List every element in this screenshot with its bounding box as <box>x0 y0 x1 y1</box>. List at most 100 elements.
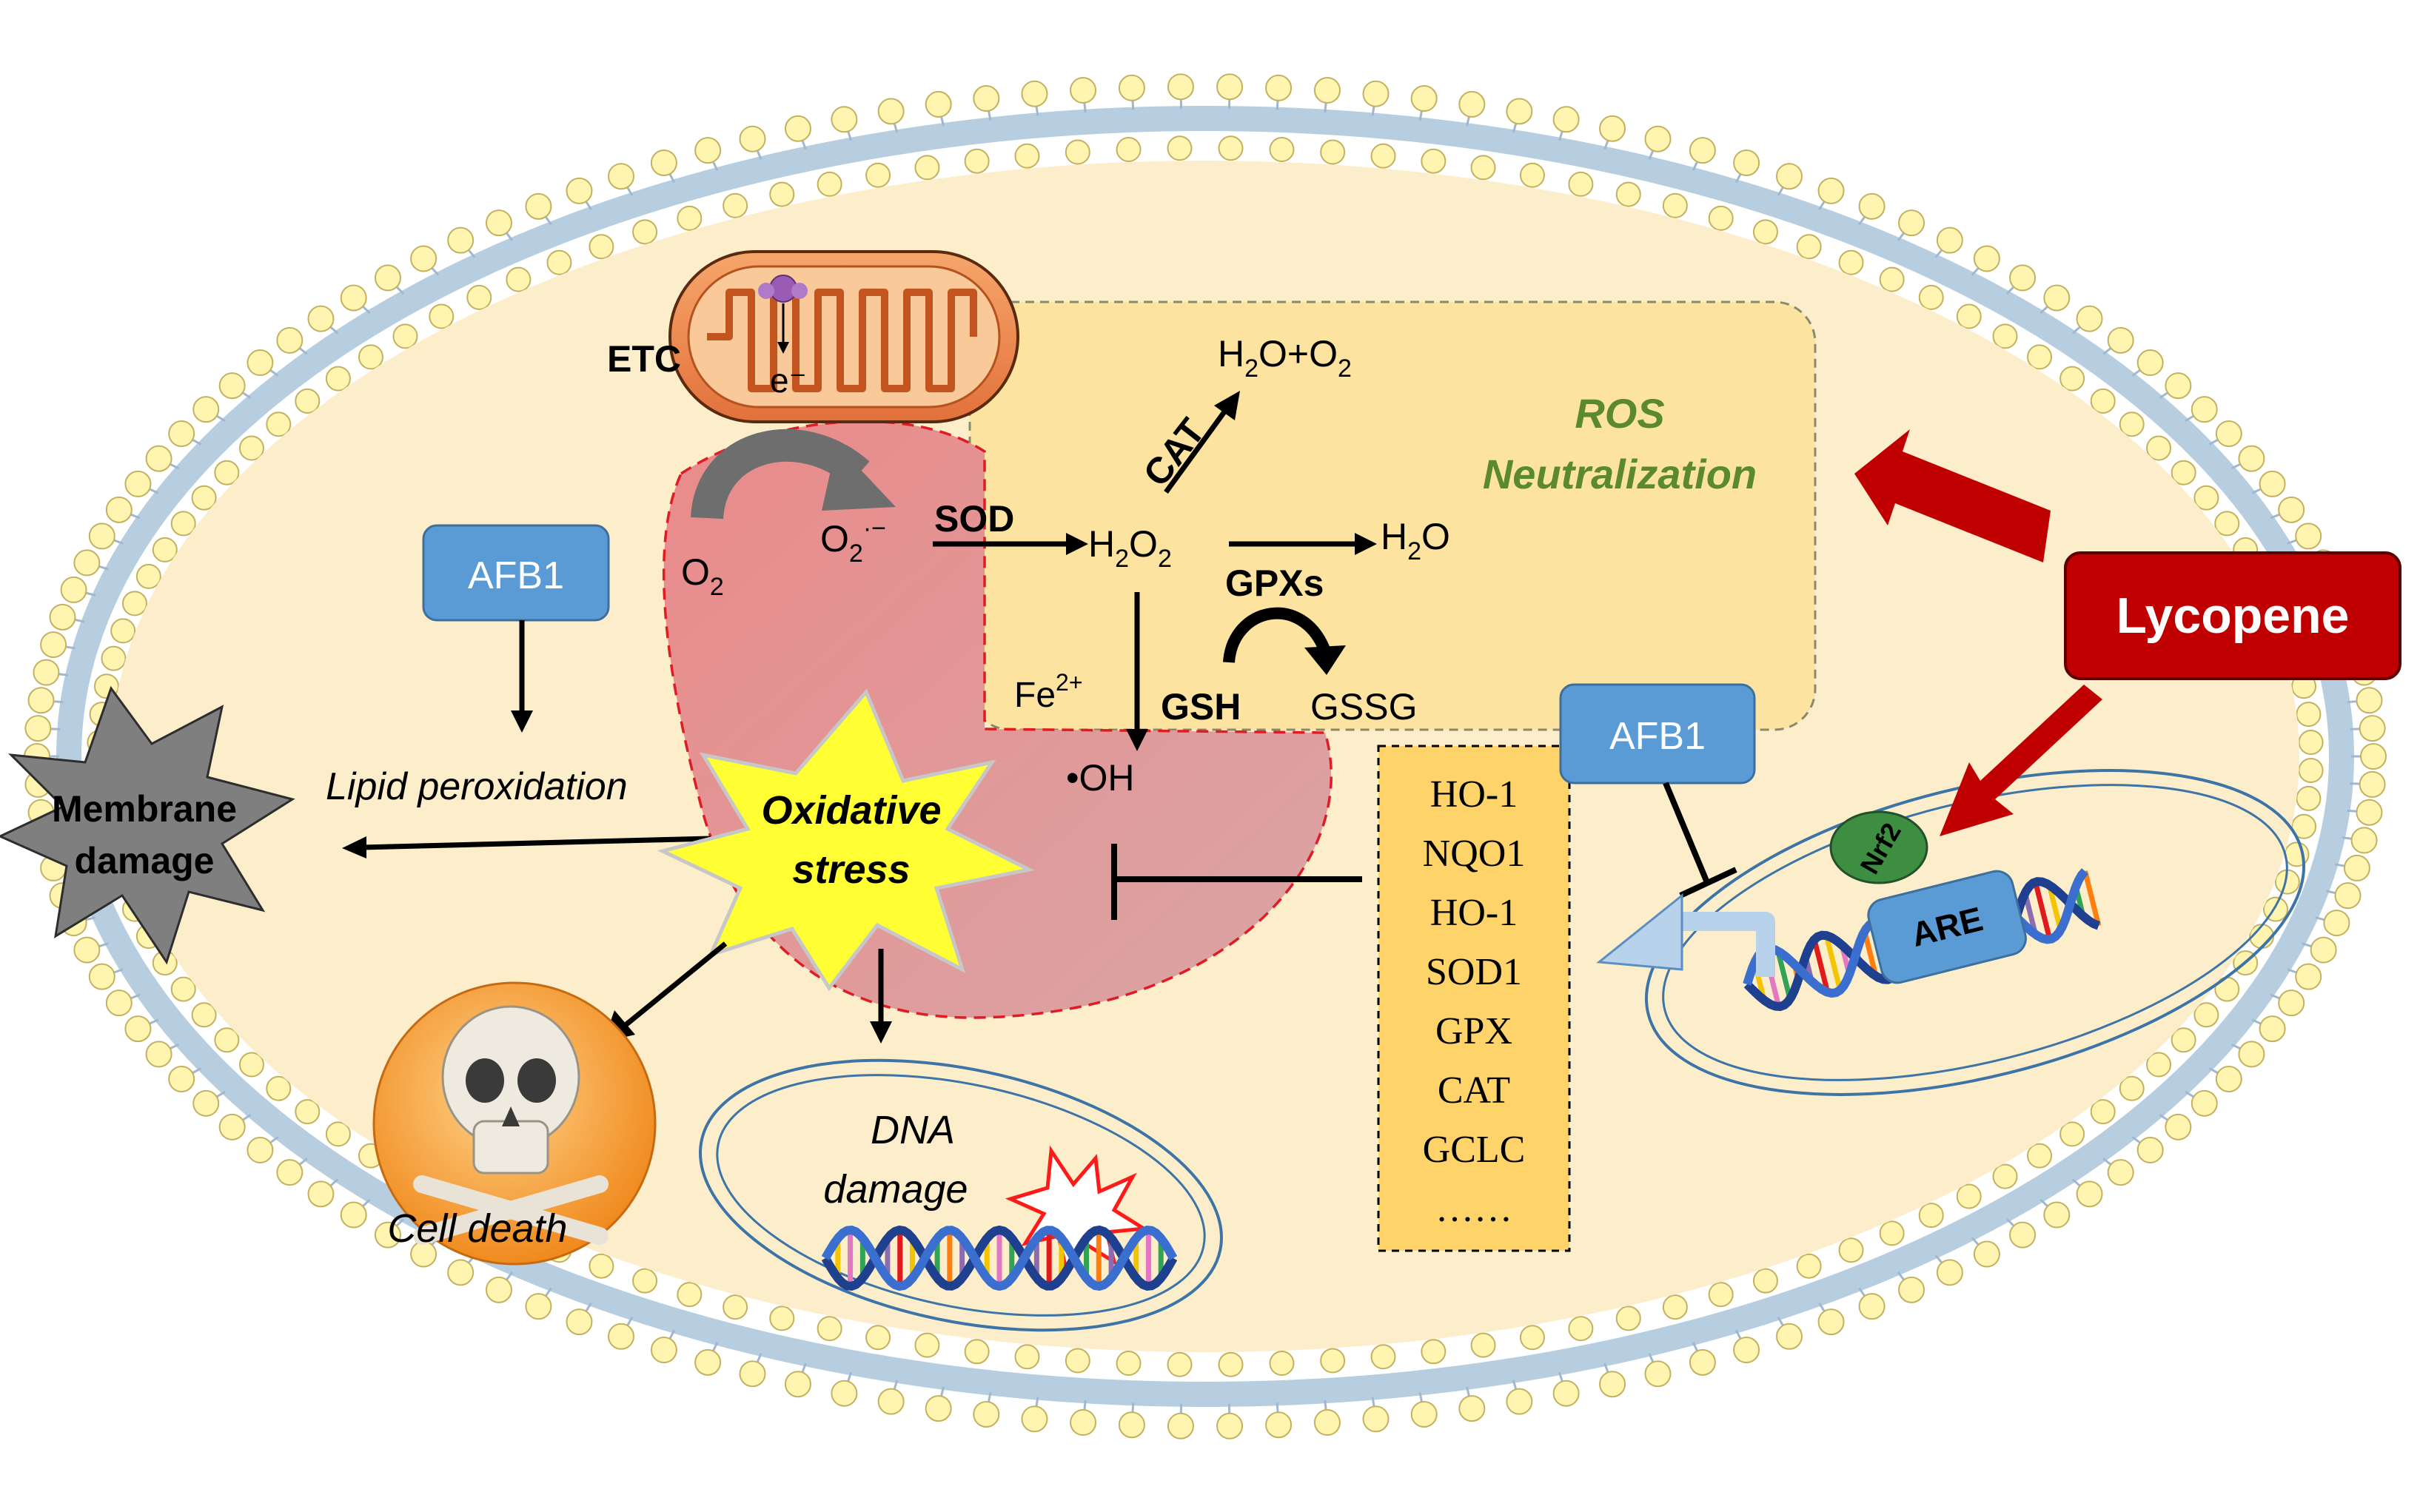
electron-label: e⁻ <box>770 361 807 400</box>
gene-item: NQO1 <box>1423 833 1526 875</box>
protein-subunit-icon <box>758 283 774 299</box>
gene-item: GPX <box>1435 1010 1512 1052</box>
lipid-head <box>276 326 304 354</box>
lipid-head <box>1065 139 1090 165</box>
lipid-head <box>1116 136 1142 162</box>
lipid-head <box>2165 1113 2192 1140</box>
lipid-head <box>817 171 842 197</box>
lipid-head <box>1014 1344 1040 1370</box>
lipid-head <box>325 1121 351 1147</box>
lipid-head <box>1458 90 1486 118</box>
dna-break-burst <box>1005 1145 1150 1274</box>
lipid-head <box>170 511 196 537</box>
lipid-head <box>2356 687 2383 714</box>
afb1-box-left <box>422 524 610 622</box>
lipid-head <box>88 523 115 550</box>
lipid-head <box>1167 1412 1194 1439</box>
afb1-inhibition-line <box>1663 782 1709 882</box>
membrane-damage-burst <box>0 685 295 965</box>
lipid-head <box>2310 936 2337 964</box>
dna-damage-line1: DNA <box>871 1108 955 1152</box>
dna-damage-arrowhead <box>870 1021 892 1044</box>
lipid-head <box>865 162 891 188</box>
afb1-label-right: AFB1 <box>1609 715 1706 758</box>
lipid-head <box>429 303 455 329</box>
lipid-head <box>1370 143 1396 169</box>
lipid-head <box>1918 284 1944 310</box>
h2o2-sub1: 2 <box>1115 545 1129 573</box>
lipid-head <box>1817 177 1845 204</box>
lipid-head <box>1689 137 1716 164</box>
lipid-head <box>1689 1348 1716 1376</box>
skull-eye-icon <box>517 1058 556 1103</box>
lipid-head <box>1421 148 1447 174</box>
lipid-head <box>566 1308 593 1336</box>
cristae <box>707 289 977 392</box>
lipid-head <box>1796 234 1822 260</box>
lipid-head <box>1662 192 1688 218</box>
cell-death-arrow <box>623 941 728 1027</box>
lipid-head <box>1216 73 1244 101</box>
transcription-arrowhead <box>1596 893 1683 971</box>
o2-text: O <box>681 551 710 593</box>
h2o2-label: H2O2 <box>1088 523 1172 573</box>
lipid-head <box>1568 171 1594 197</box>
lipid-head <box>266 411 292 437</box>
lipid-head <box>723 192 748 218</box>
lipid-head <box>1776 163 1803 190</box>
lipid-head <box>2278 989 2305 1017</box>
lipid-head <box>739 125 766 152</box>
lipid-head <box>877 98 905 125</box>
lipid-head <box>101 645 127 671</box>
lipid-head <box>1615 1306 1641 1331</box>
lipid-head <box>1599 1371 1626 1398</box>
lipid-head <box>865 1325 891 1351</box>
lipid-head <box>1752 1268 1778 1294</box>
lipid-head <box>1320 1348 1346 1374</box>
lipid-head <box>2296 785 2322 811</box>
lipid-head <box>1898 1276 1925 1303</box>
lipid-head <box>1269 1351 1295 1377</box>
membrane-damage-arrow <box>362 836 711 850</box>
lipid-head <box>238 435 264 461</box>
lipid-head <box>2295 963 2322 990</box>
lipid-head <box>1313 76 1341 104</box>
outer-lipid-heads <box>24 73 2387 1439</box>
lipid-head <box>2059 366 2085 392</box>
lipid-head <box>485 1276 512 1303</box>
lipid-head <box>1644 1360 1672 1388</box>
lipid-head <box>1362 80 1390 107</box>
lipid-head <box>723 1294 748 1320</box>
lipid-head <box>1265 1411 1293 1439</box>
lipid-head <box>1410 85 1438 112</box>
lipid-head <box>1216 1412 1244 1439</box>
lipid-head <box>1733 149 1760 176</box>
lipid-head <box>1167 73 1194 101</box>
lipid-head <box>2136 349 2164 377</box>
h2o2-h: H <box>1088 523 1115 565</box>
h2o-o2-oo: O+O <box>1258 333 1338 374</box>
membrane-damage-line2: damage <box>75 840 215 881</box>
lipid-head <box>784 115 811 142</box>
lipid-head <box>2215 1065 2242 1092</box>
skull-nose-icon <box>502 1106 520 1126</box>
nucleus-right-outer <box>1645 769 2305 1096</box>
lipid-head <box>2059 1121 2085 1147</box>
dna-backbone <box>821 1225 1178 1291</box>
lipid-head <box>1362 1405 1390 1433</box>
oxidative-stress-burst <box>657 688 1035 992</box>
reduction-arrowhead <box>822 444 896 511</box>
lipid-head <box>73 936 101 964</box>
lipid-head <box>307 305 335 332</box>
lipid-head <box>1506 98 1533 125</box>
afb1-lipid-arrowhead <box>511 710 533 733</box>
lipid-head <box>2076 1180 2103 1208</box>
lipid-head <box>2343 854 2370 881</box>
lipid-head <box>2214 976 2240 1002</box>
lipid-head <box>2238 445 2265 472</box>
lipid-head <box>769 1306 795 1331</box>
lipid-head <box>2214 511 2240 537</box>
lipid-head <box>2146 1052 2172 1078</box>
lipid-head <box>2043 284 2071 312</box>
lipid-head <box>105 496 133 523</box>
